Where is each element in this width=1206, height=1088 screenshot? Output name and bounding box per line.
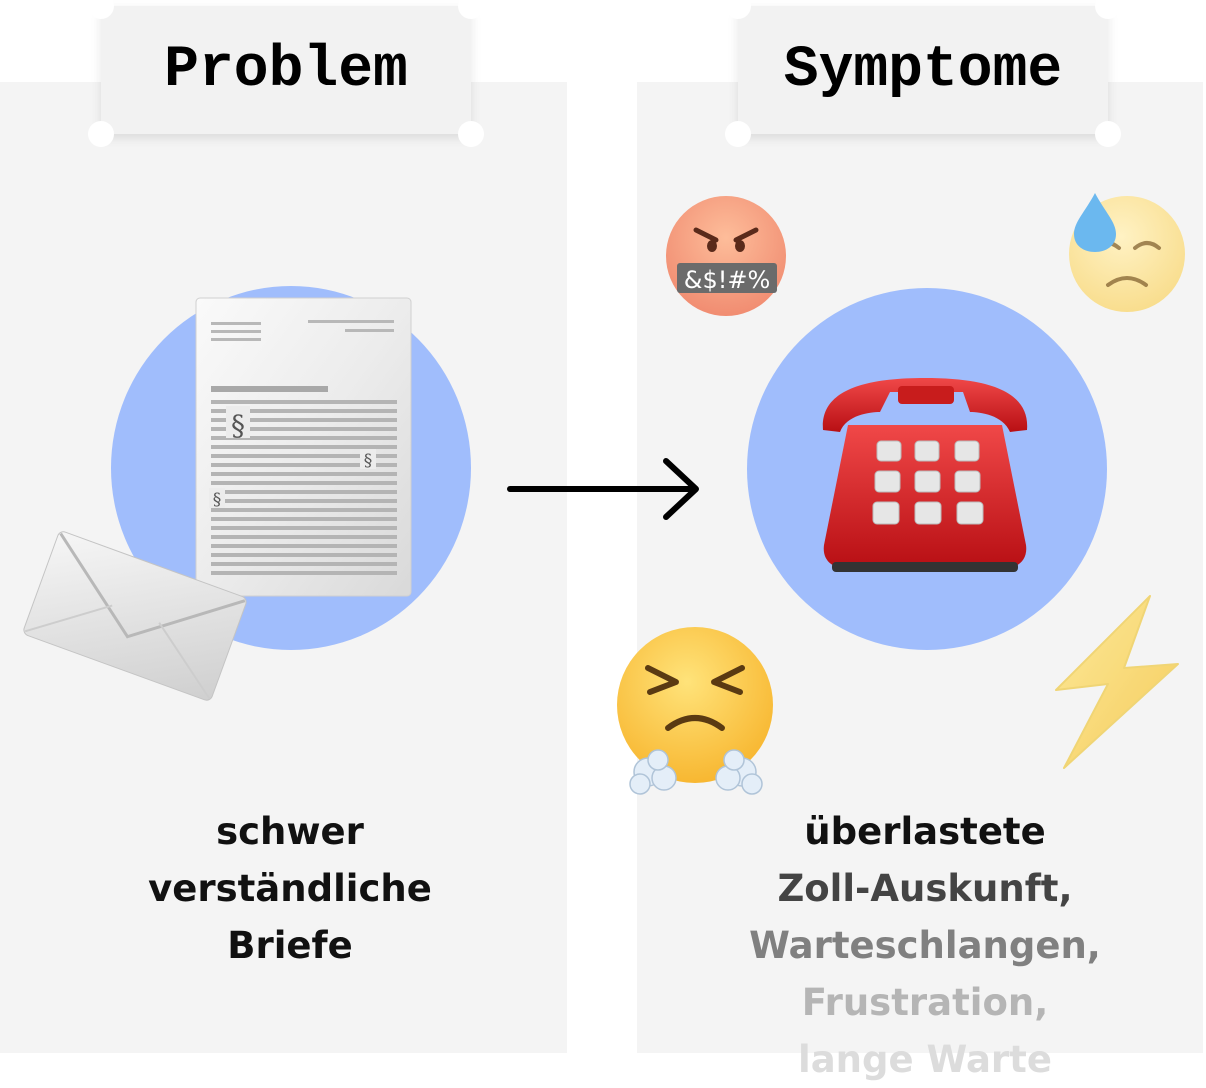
svg-text:§: § xyxy=(213,490,222,510)
document-icon: § § § xyxy=(195,297,412,597)
problem-caption-line: verständliche xyxy=(148,867,432,910)
symptome-title: Symptome xyxy=(783,37,1063,103)
symptome-caption-line: überlastete xyxy=(804,810,1046,853)
symptome-caption: überlastete Zoll-Auskunft, Warteschlange… xyxy=(700,803,1150,1088)
symptome-header: Symptome xyxy=(725,0,1121,147)
lightning-icon xyxy=(1055,595,1179,769)
svg-text:§: § xyxy=(364,451,373,471)
sweat-face-icon xyxy=(1069,193,1185,312)
telephone-icon xyxy=(822,378,1028,572)
symptome-caption-line: Warteschlangen, xyxy=(749,924,1101,967)
steam-face-icon xyxy=(617,627,773,795)
symptome-caption-line: Frustration, xyxy=(801,981,1049,1024)
problem-caption-line: Briefe xyxy=(227,924,353,967)
svg-text:§: § xyxy=(231,409,245,442)
problem-header: Problem xyxy=(88,0,484,147)
cursing-face-icon: &$!#% xyxy=(666,196,786,316)
problem-caption: schwer verständliche Briefe xyxy=(90,803,490,974)
illustration-layer: § § § xyxy=(23,193,1185,795)
problem-caption-line: schwer xyxy=(216,810,364,853)
symptome-caption-line: lange Warte xyxy=(798,1038,1052,1081)
arrow-icon xyxy=(507,458,699,520)
envelope-icon xyxy=(23,531,247,701)
symptome-caption-line: Zoll-Auskunft, xyxy=(777,867,1073,910)
cursing-symbols: &$!#% xyxy=(684,266,771,294)
problem-title: Problem xyxy=(164,37,408,103)
